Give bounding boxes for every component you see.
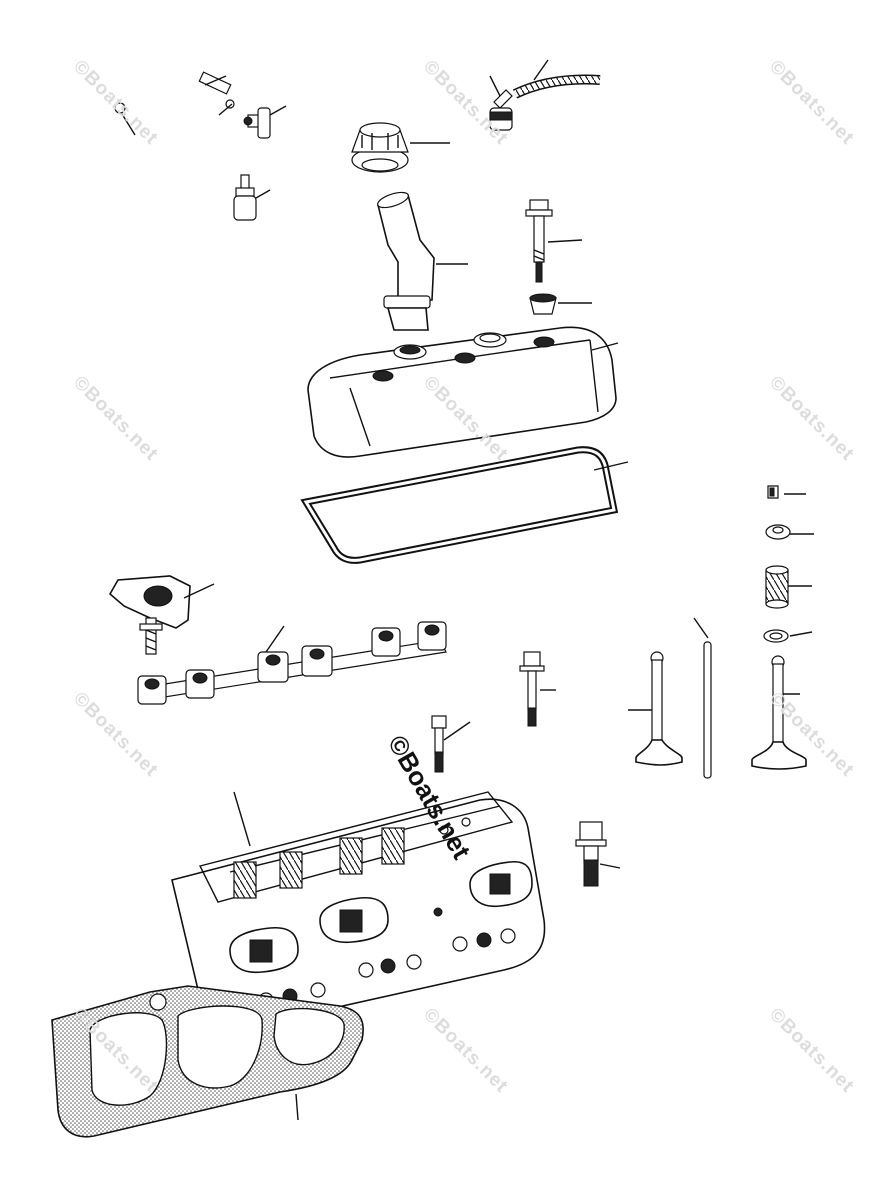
pushrod-part [693,617,712,779]
cylinder-head-part [171,791,546,1030]
head-bolt-short-part [519,651,556,727]
pcv-hose-part [114,71,235,136]
breather-hose-part [512,59,601,99]
pcv-valve-elbow-part [243,105,287,139]
oil-fill-cap-part [351,122,450,173]
head-gasket-part [51,985,364,1138]
valve-cover-part [307,326,619,458]
rocker-rail-part [137,621,447,705]
spring-seat-part [763,629,813,643]
exhaust-valve-part [751,655,807,770]
rocker-arm-part [108,575,215,655]
cover-grommet-part [529,293,592,315]
head-bolt-large-part [575,821,621,887]
cover-bolt-part [525,199,583,283]
head-bolt-long-part [431,715,471,773]
breather-fitting-part [489,75,513,131]
oil-fill-tube-part [377,191,468,331]
valve-spring-part [765,565,812,609]
pcv-valve-part [233,174,271,221]
valve-retainer-part [765,524,814,540]
intake-valve-part [628,651,683,766]
valve-cover-gasket-part [300,446,629,564]
valve-keeper-part [767,485,806,499]
